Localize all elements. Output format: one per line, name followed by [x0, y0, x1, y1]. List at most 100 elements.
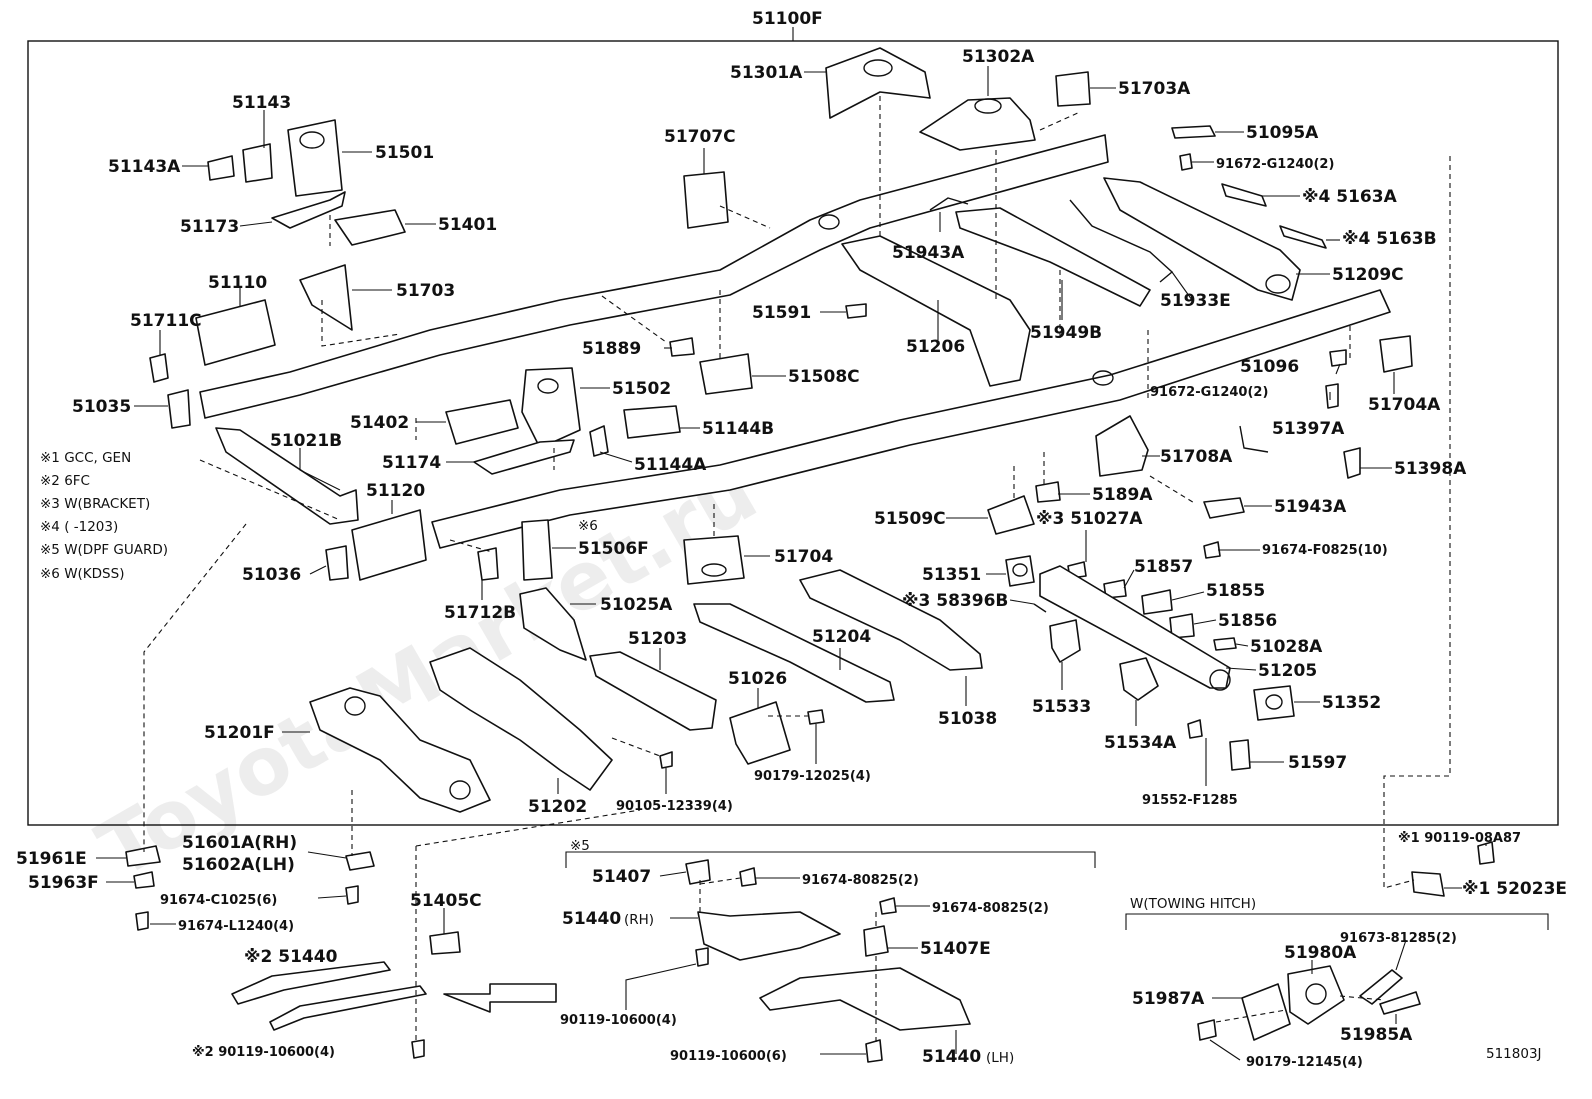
part-51028A[interactable]	[1213, 637, 1237, 651]
part-51352[interactable]	[1253, 685, 1295, 721]
label-51202[interactable]: 51202	[528, 797, 587, 817]
bolt-91673-81285[interactable]	[1359, 969, 1403, 1005]
label-5163B[interactable]: ※4 5163B	[1342, 229, 1437, 249]
label-51856[interactable]: 51856	[1218, 611, 1277, 631]
bolt-91674-C1025[interactable]	[345, 885, 359, 905]
part-51209C[interactable]	[1103, 177, 1301, 301]
label-91673-81285[interactable]: 91673-81285(2)	[1340, 931, 1457, 946]
label-51985A[interactable]: 51985A	[1340, 1025, 1413, 1045]
label-51440-lh[interactable]: 51440	[922, 1047, 981, 1067]
label-51591[interactable]: 51591	[752, 303, 811, 323]
part-51038[interactable]	[799, 569, 983, 671]
part-51440-rh[interactable]	[697, 911, 841, 961]
label-51407[interactable]: 51407	[592, 867, 651, 887]
part-51440-lh[interactable]	[759, 967, 971, 1031]
label-90105-12339[interactable]: 90105-12339(4)	[616, 799, 733, 814]
label-51501[interactable]: 51501	[375, 143, 434, 163]
label-51035[interactable]: 51035	[72, 397, 131, 417]
part-51405C[interactable]	[429, 931, 461, 955]
part-51961E[interactable]	[125, 845, 161, 867]
part-51095A[interactable]	[1171, 125, 1216, 139]
part-51110[interactable]	[195, 299, 276, 366]
label-51201F[interactable]: 51201F	[204, 723, 275, 743]
label-51096[interactable]: 51096	[1240, 357, 1299, 377]
label-51143[interactable]: 51143	[232, 93, 291, 113]
label-51021B[interactable]: 51021B	[270, 431, 342, 451]
label-51711C[interactable]: 51711C	[130, 311, 202, 331]
label-51204[interactable]: 51204	[812, 627, 871, 647]
label-51943A-2[interactable]: 51943A	[1274, 497, 1347, 517]
part-51943A-2[interactable]	[1203, 497, 1245, 519]
part-51501[interactable]	[287, 119, 343, 197]
label-51038[interactable]: 51038	[938, 709, 997, 729]
label-51026[interactable]: 51026	[728, 669, 787, 689]
part-51508C[interactable]	[699, 353, 753, 395]
label-91674-80825-a[interactable]: 91674-80825(2)	[802, 873, 919, 888]
label-51708A[interactable]: 51708A	[1160, 447, 1233, 467]
bolt-91672-G1240-a[interactable]	[1179, 153, 1193, 171]
bolt-91672-G1240-b[interactable]	[1325, 383, 1339, 409]
part-51704[interactable]	[683, 535, 745, 585]
label-51712B[interactable]: 51712B	[444, 603, 516, 623]
label-91672-G1240-a[interactable]: 91672-G1240(2)	[1216, 157, 1334, 172]
label-51506F[interactable]: 51506F	[578, 539, 649, 559]
label-51352[interactable]: 51352	[1322, 693, 1381, 713]
part-51402[interactable]	[445, 399, 519, 445]
bolt-90119-10600-b[interactable]	[695, 947, 709, 967]
part-51856[interactable]	[1169, 613, 1195, 639]
label-51933E[interactable]: 51933E	[1160, 291, 1231, 311]
bolt-91674-F0825[interactable]	[1203, 541, 1221, 559]
part-51206[interactable]	[841, 235, 1031, 387]
part-51201F[interactable]	[309, 687, 491, 813]
label-90179-12025[interactable]: 90179-12025(4)	[754, 769, 871, 784]
label-51703[interactable]: 51703	[396, 281, 455, 301]
part-51407[interactable]	[685, 859, 711, 885]
part-51401[interactable]	[334, 209, 406, 246]
label-90119-08A87[interactable]: ※1 90119-08A87	[1398, 831, 1521, 846]
part-51021B[interactable]	[215, 427, 359, 525]
label-51704[interactable]: 51704	[774, 547, 833, 567]
label-91552-F1285[interactable]: 91552-F1285	[1142, 793, 1238, 808]
label-51405C[interactable]: 51405C	[410, 891, 482, 911]
label-51025A[interactable]: 51025A	[600, 595, 673, 615]
part-51143[interactable]	[242, 143, 273, 183]
part-52023E[interactable]	[1411, 871, 1445, 897]
label-51857[interactable]: 51857	[1134, 557, 1193, 577]
part-51597[interactable]	[1229, 739, 1251, 771]
part-51173[interactable]	[271, 191, 346, 229]
part-51980A[interactable]	[1287, 965, 1345, 1025]
label-51301A[interactable]: 51301A	[730, 63, 803, 83]
label-51407E[interactable]: 51407E	[920, 939, 991, 959]
label-51509C[interactable]: 51509C	[874, 509, 946, 529]
label-51502[interactable]: 51502	[612, 379, 671, 399]
label-90179-12145[interactable]: 90179-12145(4)	[1246, 1055, 1363, 1070]
label-51597[interactable]: 51597	[1288, 753, 1347, 773]
label-51144A[interactable]: 51144A	[634, 455, 707, 475]
label-51351[interactable]: 51351	[922, 565, 981, 585]
part-51397A[interactable]	[1239, 425, 1269, 453]
label-51027A[interactable]: ※3 51027A	[1036, 509, 1143, 529]
label-51398A[interactable]: 51398A	[1394, 459, 1467, 479]
bolt-91674-L1240[interactable]	[135, 911, 149, 931]
part-51708A[interactable]	[1095, 415, 1149, 477]
part-5163A[interactable]	[1221, 183, 1267, 207]
nut-90179-12145[interactable]	[1197, 1019, 1217, 1041]
label-51095A[interactable]: 51095A	[1246, 123, 1319, 143]
part-51985A[interactable]	[1379, 991, 1421, 1015]
part-51174[interactable]	[473, 439, 575, 475]
label-51397A[interactable]: 51397A	[1272, 419, 1345, 439]
label-51534A[interactable]: 51534A	[1104, 733, 1177, 753]
label-51703A[interactable]: 51703A	[1118, 79, 1191, 99]
part-51703A[interactable]	[1055, 71, 1091, 107]
bolt-91674-80825-b[interactable]	[879, 897, 897, 915]
label-51144B[interactable]: 51144B	[702, 419, 774, 439]
label-5189A[interactable]: 5189A	[1092, 485, 1153, 505]
label-51961E[interactable]: 51961E	[16, 849, 87, 869]
label-58396B[interactable]: ※3 58396B	[902, 591, 1008, 611]
nut-90179-12025[interactable]	[807, 709, 825, 725]
label-5163A[interactable]: ※4 5163A	[1302, 187, 1398, 207]
part-51440-guard[interactable]	[231, 961, 391, 1005]
label-51855[interactable]: 51855	[1206, 581, 1265, 601]
label-51601A[interactable]: 51601A(RH)	[182, 833, 297, 853]
part-51203[interactable]	[589, 651, 717, 731]
